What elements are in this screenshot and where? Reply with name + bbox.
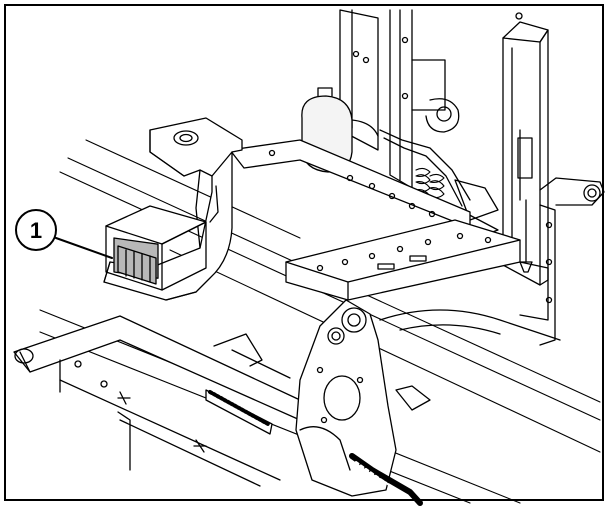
upright-column (339, 9, 446, 189)
callout-circle (15, 209, 57, 251)
pivot-plate (295, 299, 397, 497)
mounting-bracket (103, 117, 243, 301)
chain (349, 453, 423, 506)
callout-1: 1 (15, 209, 113, 259)
right-post (502, 12, 605, 346)
callout-number: 1 (30, 218, 42, 243)
spring-bar (205, 389, 273, 435)
hose-assembly (379, 98, 499, 241)
lower-left-frame (13, 315, 301, 487)
front-cross-beam (285, 219, 549, 321)
springs (415, 167, 445, 201)
rubber-block (105, 205, 207, 291)
guide-rails (213, 309, 561, 411)
